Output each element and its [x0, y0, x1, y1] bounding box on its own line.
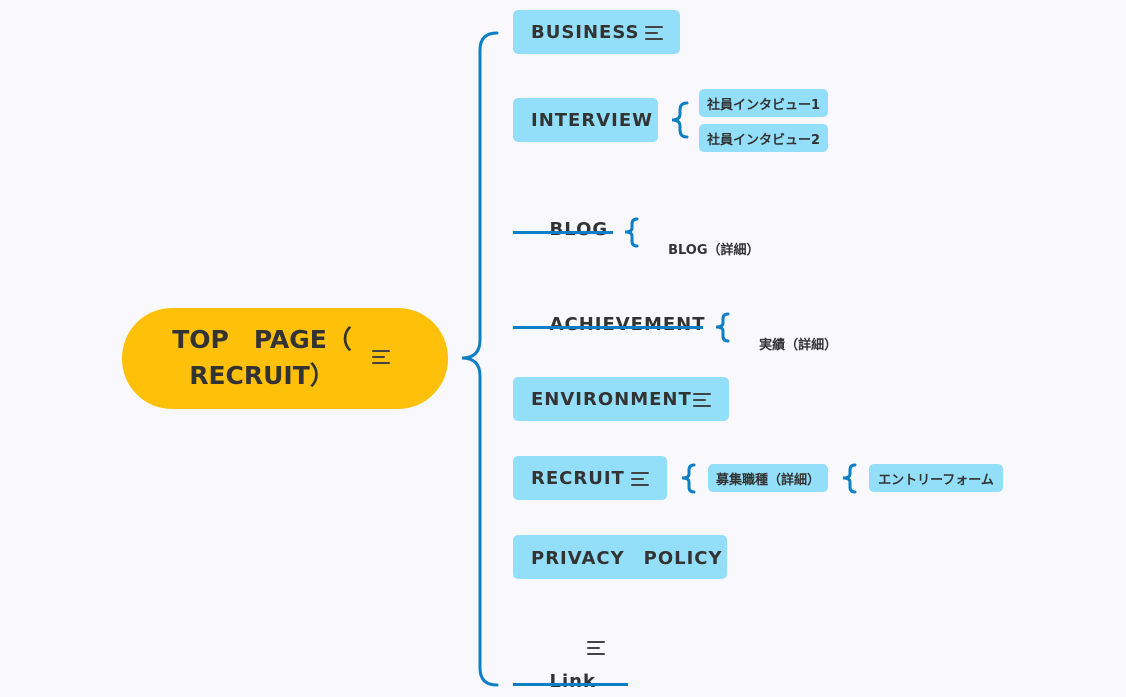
topic-label: BLOG [549, 219, 609, 240]
topic-label: ENVIRONMENT [531, 388, 692, 410]
topic-recruit[interactable]: RECRUIT [513, 456, 667, 500]
subtopic-achievement-detail[interactable]: 実績（詳細） [750, 319, 837, 353]
topic-blog[interactable]: BLOG [513, 198, 613, 240]
note-icon[interactable] [693, 393, 711, 407]
note-icon[interactable] [631, 472, 649, 486]
subtopic-label: 社員インタビュー1 [706, 97, 821, 113]
subtopic-label: 実績（詳細） [759, 338, 838, 353]
note-icon[interactable] [645, 26, 663, 40]
note-icon[interactable] [372, 350, 390, 364]
topic-label: PRIVACY POLICY [531, 548, 723, 569]
interview-brace [671, 101, 689, 139]
topic-blog-underline [513, 231, 613, 234]
topic-label: INTERVIEW [531, 109, 653, 131]
achievement-brace [715, 312, 730, 343]
topic-business[interactable]: BUSINESS [513, 10, 680, 54]
central-topic-label: TOP PAGE（ RECRUIT） [172, 325, 352, 390]
topic-achievement-underline [513, 326, 703, 329]
subtopic-interview-1[interactable]: 社員インタビュー1 [699, 89, 828, 117]
topic-label: Link [549, 671, 596, 692]
subtopic-label: BLOG（詳細） [668, 243, 760, 258]
topic-interview[interactable]: INTERVIEW [513, 98, 658, 142]
subtopic-label: 募集職種（詳細） [715, 472, 820, 488]
subtopic-blog-detail[interactable]: BLOG（詳細） [659, 224, 760, 258]
topic-label: ACHIEVEMENT [549, 314, 706, 335]
topic-achievement[interactable]: ACHIEVEMENT [513, 293, 705, 335]
topic-label: RECRUIT [531, 467, 625, 489]
central-topic-top-page-recruit[interactable]: TOP PAGE（ RECRUIT） [122, 308, 448, 409]
subtopic-recruit-detail[interactable]: 募集職種（詳細） [708, 464, 828, 492]
subtopic-entry-form[interactable]: エントリーフォーム [869, 464, 1003, 492]
topic-privacy-policy[interactable]: PRIVACY POLICY [513, 535, 727, 579]
blog-brace [624, 217, 639, 248]
note-icon[interactable] [587, 641, 605, 655]
topic-label: BUSINESS [531, 21, 640, 43]
topic-link[interactable]: Link [513, 650, 628, 692]
recruit-detail-brace [842, 463, 857, 494]
topic-environment[interactable]: ENVIRONMENT [513, 377, 729, 421]
subtopic-label: エントリーフォーム [878, 472, 994, 488]
subtopic-interview-2[interactable]: 社員インタビュー2 [699, 124, 828, 152]
subtopic-label: 社員インタビュー2 [706, 132, 821, 148]
recruit-brace [681, 463, 696, 494]
main-brace [461, 31, 499, 687]
topic-link-underline [513, 683, 628, 686]
